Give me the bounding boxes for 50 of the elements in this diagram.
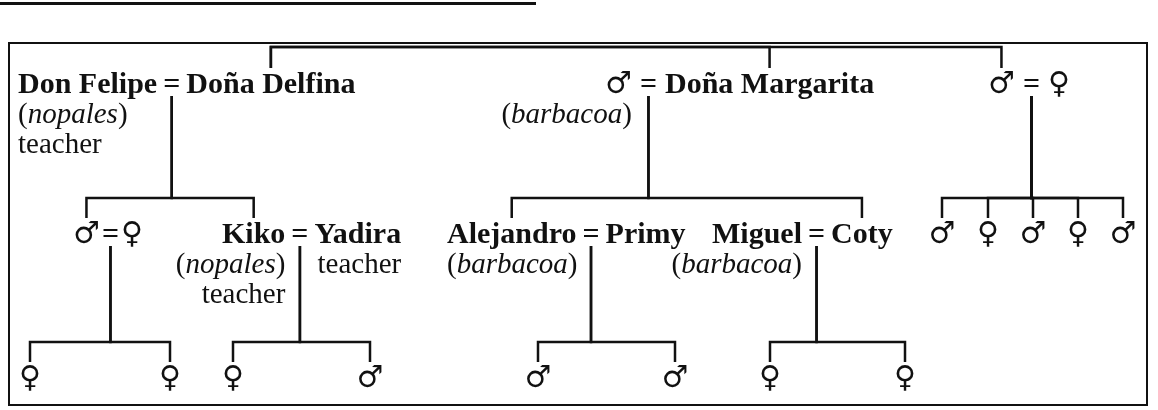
person-label: ♂ bbox=[988, 68, 1015, 98]
person-label: ♀ bbox=[759, 362, 781, 392]
person-label: Kiko bbox=[222, 218, 286, 248]
person-label: ♂ bbox=[928, 218, 956, 248]
person-note: teacher bbox=[18, 128, 102, 158]
person-label: ♀ bbox=[894, 362, 916, 392]
kinship-line bbox=[815, 246, 907, 362]
person-label: Don Felipe bbox=[18, 68, 158, 98]
person-label: Coty bbox=[831, 218, 893, 248]
marriage-sign: = bbox=[163, 68, 181, 98]
person-label: ♀ bbox=[1067, 218, 1089, 248]
person-label: ♂ bbox=[661, 362, 689, 392]
marriage-sign: = bbox=[808, 218, 826, 248]
marriage-sign: = bbox=[291, 218, 309, 248]
person-label: Doña Margarita bbox=[665, 68, 875, 98]
person-label: Doña Delfina bbox=[186, 68, 356, 98]
person-label: ♂ bbox=[356, 362, 384, 392]
kinship-line bbox=[269, 45, 1003, 68]
person-note: (barbacoa) bbox=[447, 248, 578, 278]
marriage-sign: = bbox=[1022, 68, 1040, 98]
kinship-line bbox=[109, 246, 172, 362]
marriage-sign: = bbox=[639, 68, 657, 98]
person-note: (nopales) bbox=[18, 98, 128, 128]
person-label: ♀ bbox=[19, 362, 41, 392]
marriage-sign: = bbox=[582, 218, 600, 248]
person-label: ♀ bbox=[222, 362, 244, 392]
person-label: Primy bbox=[605, 218, 686, 248]
person-note: (nopales) bbox=[175, 248, 286, 278]
person-label: Miguel bbox=[712, 218, 802, 248]
marriage-sign: = bbox=[101, 218, 119, 248]
person-note: teacher bbox=[201, 278, 286, 308]
kinship-line bbox=[170, 96, 255, 218]
person-label: ♀ bbox=[121, 218, 143, 248]
person-label: ♂ bbox=[524, 362, 552, 392]
person-label: ♀ bbox=[159, 362, 181, 392]
person-note: teacher bbox=[317, 248, 402, 278]
person-label: ♀ bbox=[1048, 68, 1070, 98]
person-note: (barbacoa) bbox=[671, 248, 802, 278]
kinship-line bbox=[647, 96, 864, 218]
person-label: ♀ bbox=[977, 218, 999, 248]
person-label: Alejandro bbox=[447, 218, 577, 248]
kinship-line bbox=[1030, 96, 1125, 218]
kinship-line bbox=[298, 246, 372, 362]
person-label: ♂ bbox=[73, 218, 100, 248]
person-label: Yadira bbox=[314, 218, 402, 248]
person-note: (barbacoa) bbox=[501, 98, 632, 128]
person-label: ♂ bbox=[605, 68, 632, 98]
kinship-line bbox=[589, 246, 677, 362]
person-label: ♂ bbox=[1019, 218, 1047, 248]
person-label: ♂ bbox=[1109, 218, 1137, 248]
